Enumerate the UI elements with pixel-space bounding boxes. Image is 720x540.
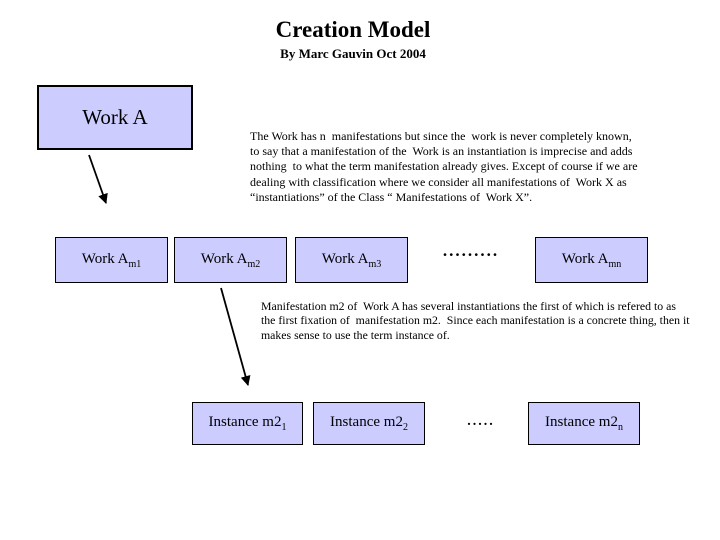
manifestation-row-ellipsis: ......... [442, 241, 500, 260]
box-instance-m2-1: Instance m21 [192, 402, 303, 445]
slide-title: Creation Model [275, 17, 431, 42]
slide-header: Creation Model By Marc Gauvin Oct 2004 [0, 17, 706, 62]
box-instance-m2-2: Instance m22 [313, 402, 425, 445]
label-subscript: mn [608, 258, 622, 270]
label-base: Work A [561, 250, 609, 267]
box-work-am2: Work Am2 [174, 237, 287, 283]
box-work-am3-label: Work Am3 [322, 251, 382, 270]
label-base: Instance m2 [330, 414, 403, 430]
box-work-a-label: Work A [82, 105, 148, 129]
label-subscript: m2 [247, 258, 261, 270]
label-subscript: n [617, 422, 623, 433]
label-base: Instance m2 [208, 414, 282, 430]
paragraph-manifestations: The Work has n manifestations but since … [250, 129, 638, 204]
arrow-work-a-to-manifestation-row [88, 154, 108, 204]
box-work-am1: Work Am1 [55, 237, 168, 283]
instance-row-ellipsis: ..... [467, 414, 495, 429]
box-work-am3: Work Am3 [295, 237, 408, 283]
label-base: Work A [200, 250, 248, 267]
label-base: Work A [81, 250, 129, 267]
box-work-am2-label: Work Am2 [201, 251, 261, 270]
box-work-am1-label: Work Am1 [82, 251, 142, 270]
box-instance-m2-2-label: Instance m22 [330, 414, 408, 433]
box-instance-m2-n: Instance m2n [528, 402, 640, 445]
paragraph-instances: Manifestation m2 of Work A has several i… [261, 299, 690, 342]
label-base: Instance m2 [545, 414, 618, 430]
box-work-amn-label: Work Amn [562, 251, 622, 270]
label-subscript: m3 [368, 258, 382, 270]
arrow-manifestation-m2-to-instance-row [220, 287, 251, 386]
box-work-a: Work A [37, 85, 193, 150]
label-subscript: 2 [402, 422, 408, 433]
slide-subtitle: By Marc Gauvin Oct 2004 [280, 46, 426, 61]
label-subscript: 1 [281, 422, 287, 433]
box-work-amn: Work Amn [535, 237, 648, 283]
box-instance-m2-n-label: Instance m2n [545, 414, 623, 433]
label-base: Work A [321, 250, 369, 267]
label-subscript: m1 [128, 258, 142, 270]
box-instance-m2-1-label: Instance m21 [209, 414, 287, 433]
